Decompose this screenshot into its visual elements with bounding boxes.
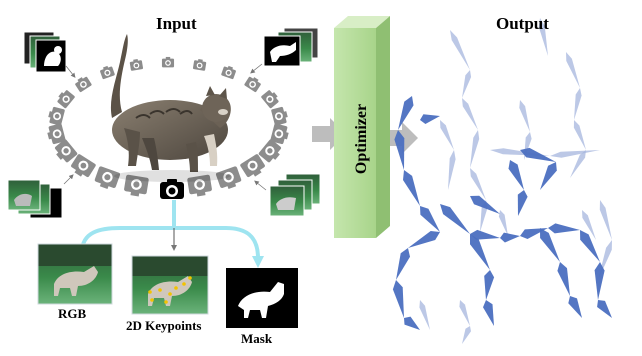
bone-segment (470, 168, 486, 200)
camera-icon (124, 174, 149, 197)
rgb-image (37, 243, 113, 305)
view-pointer-line (250, 63, 263, 74)
camera-icon (71, 154, 96, 178)
view-thumbnail-top-left (23, 31, 67, 73)
camera-icon (215, 166, 242, 190)
active-camera-icon (160, 179, 184, 199)
camera-ring (47, 56, 289, 197)
bone-segment (462, 326, 471, 344)
output-skeleton (392, 18, 612, 344)
bone-segment (568, 296, 582, 318)
bone-segment (599, 200, 612, 240)
bone-segment (462, 98, 478, 130)
bone-segment (404, 316, 420, 330)
bone-segment (448, 150, 456, 190)
bone-segment (484, 270, 495, 300)
bone-segment (420, 206, 440, 232)
camera-icon (47, 123, 66, 145)
cat-photo (110, 34, 231, 182)
bone-segment (470, 234, 490, 270)
bone-segment (450, 30, 470, 70)
bone-segment (540, 162, 557, 190)
camera-icon (94, 166, 121, 190)
camera-icon (75, 76, 92, 93)
bone-segment (520, 147, 556, 162)
camera-icon (270, 123, 289, 145)
bone-segment (498, 210, 508, 236)
input-title: Input (156, 14, 197, 33)
bone-segment (557, 262, 570, 296)
bone-segment (573, 120, 586, 150)
bone-segment (392, 280, 404, 318)
keypoints-label: 2D Keypoints (126, 318, 202, 333)
view-thumbnail-top-right (263, 27, 319, 67)
camera-icon (100, 65, 115, 80)
camera-icon (57, 90, 75, 109)
bone-segment (403, 170, 420, 206)
camera-icon (221, 65, 236, 80)
bone-segment (470, 229, 500, 240)
camera-icon (240, 154, 265, 178)
camera-icon (244, 76, 261, 93)
view-thumbnail-bottom-left (7, 179, 63, 219)
bone-segment (540, 228, 560, 262)
bone-segment (462, 70, 472, 98)
bone-segment (594, 262, 605, 300)
bone-segment (408, 231, 440, 248)
bone-segment (394, 130, 405, 170)
bone-segment (440, 204, 470, 234)
branch-arrowhead (252, 256, 264, 268)
camera-icon (261, 90, 279, 109)
mask-label: Mask (241, 331, 273, 346)
bone-segment (519, 100, 530, 132)
bone-segment (440, 120, 454, 150)
bone-segment (419, 300, 430, 330)
bone-segment (548, 223, 580, 234)
rgb-label: RGB (58, 306, 87, 321)
camera-icon (192, 59, 207, 71)
camera-icon (187, 174, 212, 197)
bone-segment (396, 248, 410, 280)
bone-segment (500, 232, 520, 243)
view-pointer-line (65, 65, 76, 78)
camera-icon (129, 59, 144, 71)
bone-segment (566, 52, 580, 88)
bone-segment (508, 160, 524, 190)
bone-segment (420, 114, 440, 124)
bone-segment (459, 300, 470, 326)
bone-segment (582, 210, 596, 240)
optimizer-label: Optimizer (353, 103, 370, 175)
view-pointer-line (254, 180, 267, 191)
bone-segment (570, 150, 586, 178)
output-title: Output (496, 14, 549, 33)
bone-segment (470, 130, 480, 168)
bone-segment (483, 300, 494, 326)
keypoints-image (131, 255, 209, 315)
bone-segment (538, 18, 548, 56)
camera-icon (271, 106, 288, 126)
bone-segment (597, 300, 612, 318)
camera-icon (48, 106, 65, 126)
bone-segment (398, 96, 414, 130)
camera-icon (54, 139, 78, 163)
optimizer-block (334, 16, 390, 238)
bone-segment (574, 88, 582, 120)
view-thumbnail-bottom-right (269, 173, 321, 217)
modality-branch-arrows (80, 200, 260, 259)
camera-icon (161, 56, 175, 68)
camera-icon (258, 139, 282, 163)
mask-image (226, 268, 298, 328)
bone-segment (517, 190, 528, 216)
bone-segment (580, 230, 600, 262)
bone-segment (550, 150, 600, 158)
bone-segment (470, 195, 500, 214)
view-pointer-line (63, 174, 74, 185)
